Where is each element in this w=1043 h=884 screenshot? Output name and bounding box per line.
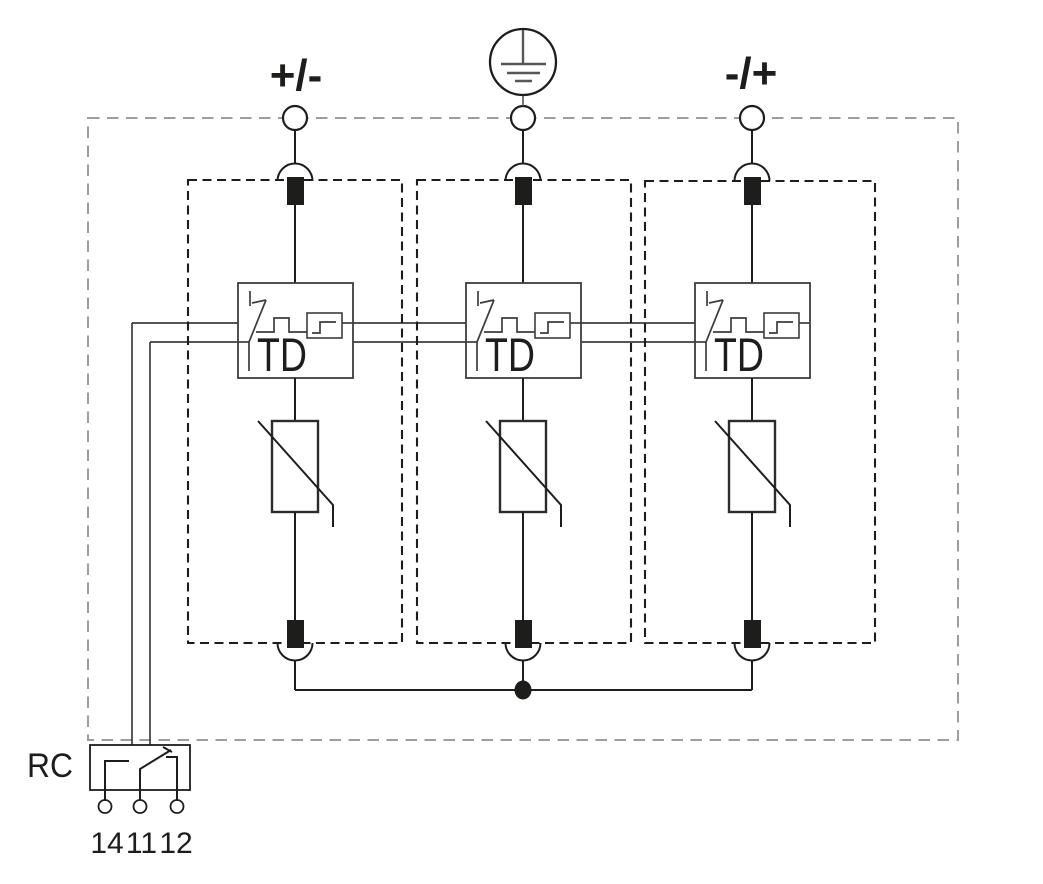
- td-label: TD: [714, 328, 764, 381]
- protection-branch-center: TD: [465, 130, 582, 690]
- contact-terminal-circle-11: [132, 799, 148, 814]
- varistor-icon: [257, 419, 334, 527]
- varistor-icon: [714, 419, 791, 527]
- equipotential-bus: [295, 680, 752, 700]
- changeover-contact-icon: [104, 746, 178, 800]
- terminal-contact-bottom: [287, 620, 304, 648]
- plug-in-contact-arc-top: [733, 162, 771, 182]
- rc-label: RC: [27, 747, 73, 785]
- varistor-icon: [485, 419, 562, 527]
- module-boundary-right: [643, 179, 877, 645]
- terminal-contact-top: [744, 177, 761, 205]
- plug-in-contact-arc-bottom: [504, 642, 542, 662]
- polarity-label-right: -/+: [725, 49, 778, 98]
- remote-contact-block: RC 14 11 12: [27, 744, 193, 860]
- plug-in-contact-arc-bottom: [276, 642, 314, 662]
- thermal-disconnect-icon: [695, 291, 810, 371]
- thermal-disconnect-icon: [466, 291, 581, 371]
- terminal-contact-bottom: [744, 620, 761, 648]
- terminal-label-11: 11: [126, 827, 157, 860]
- terminal-circle-right: [738, 104, 766, 132]
- polarity-label-left: +/-: [270, 51, 323, 100]
- terminal-circle-center: [509, 104, 537, 132]
- protection-branch-right: TD: [694, 130, 811, 690]
- plug-in-contact-arc-top: [504, 162, 542, 182]
- terminal-label-12: 12: [159, 827, 192, 860]
- plug-in-contact-arc-bottom: [733, 642, 771, 662]
- terminal-circle-left: [281, 104, 309, 132]
- signal-bus-wires: [131, 322, 695, 745]
- device-enclosure-boundary: [87, 117, 959, 741]
- module-boundaries: [186, 178, 877, 645]
- thermal-disconnect-icon: [238, 291, 353, 371]
- contact-terminal-circle-14: [97, 799, 113, 814]
- contact-terminal-circle-12: [169, 799, 185, 814]
- junction-dot: [514, 680, 532, 700]
- protection-branch-left: TD: [237, 130, 354, 690]
- terminal-contact-bottom: [515, 620, 532, 648]
- terminal-contact-top: [287, 177, 304, 205]
- protection-branches: TD: [237, 130, 811, 690]
- td-label: TD: [257, 328, 307, 381]
- terminal-label-14: 14: [90, 827, 123, 860]
- terminal-contact-top: [515, 177, 532, 205]
- plug-in-contact-arc-top: [276, 162, 314, 182]
- td-label: TD: [485, 328, 535, 381]
- protective-earth-icon: [488, 27, 558, 106]
